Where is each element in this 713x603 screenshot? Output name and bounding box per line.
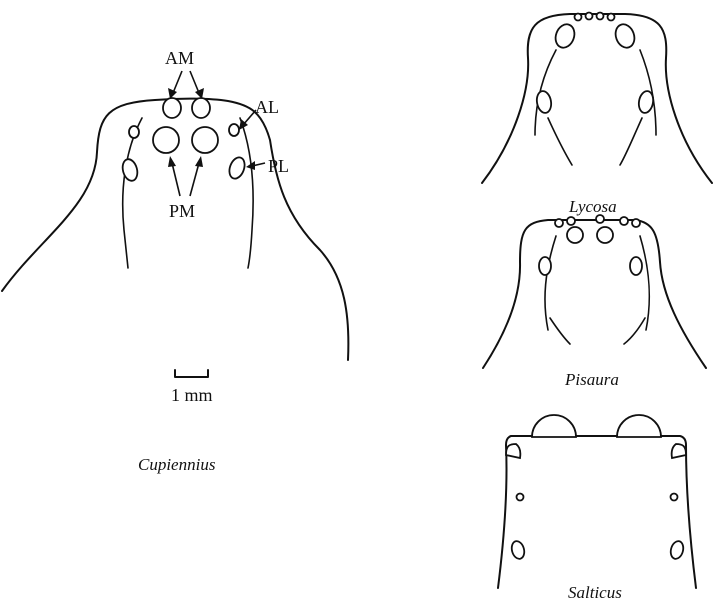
salticus-small-eye-left [517, 494, 524, 501]
caption-salticus: Salticus [568, 583, 622, 602]
salticus-posterior-eye-right [669, 540, 685, 560]
lycosa-lateral-eye-left [535, 90, 553, 114]
label-pl: PL [268, 156, 289, 176]
pisaura-front-eye-5 [632, 219, 640, 227]
lycosa-right-lower-groove [620, 118, 642, 165]
pisaura-left-lower-groove [550, 318, 570, 344]
lycosa-large-eye-right [612, 22, 637, 51]
pisaura-front-eye-2 [567, 217, 575, 225]
pm-arrow-right [190, 163, 199, 196]
cupiennius-am-eye-left [163, 98, 181, 118]
salticus-corner-eye-right [672, 444, 686, 458]
cupiennius-left-groove [123, 118, 142, 268]
lycosa-left-lower-groove [548, 118, 572, 165]
salticus-posterior-eye-left [510, 540, 526, 560]
pm-arrowhead-right [195, 156, 203, 167]
pisaura-left-groove [545, 236, 556, 330]
caption-cupiennius: Cupiennius [138, 455, 216, 474]
caption-pisaura: Pisaura [564, 370, 619, 389]
salticus-small-eye-right [671, 494, 678, 501]
pisaura-median-eye-right [597, 227, 613, 243]
label-am: AM [165, 48, 194, 68]
cupiennius-head: AM AL PL PM 1 mm Cupiennius [2, 48, 348, 474]
label-pm: PM [169, 201, 195, 221]
lycosa-large-eye-left [552, 22, 577, 51]
cupiennius-right-groove [240, 118, 253, 268]
cupiennius-am-eye-right [192, 98, 210, 118]
pisaura-right-groove [640, 236, 649, 330]
cupiennius-pm-eye-left [153, 127, 179, 153]
lycosa-carapace-outline [482, 14, 712, 183]
lycosa-front-eye-2 [586, 13, 593, 20]
lycosa-front-eye-4 [608, 14, 615, 21]
pisaura-lateral-eye-left [539, 257, 551, 275]
lycosa-front-eye-3 [597, 13, 604, 20]
pisaura-carapace-outline [483, 220, 706, 368]
scale-bar-label: 1 mm [171, 385, 213, 405]
scale-bar [175, 370, 208, 377]
cupiennius-al-eye-right [229, 124, 239, 136]
am-arrow-left [173, 71, 182, 93]
salticus-large-eye-left [532, 415, 576, 437]
lycosa-lateral-eye-right [637, 90, 655, 114]
salticus-corner-eye-left [506, 444, 520, 458]
cupiennius-pl-eye-right [227, 155, 248, 180]
am-arrow-right [190, 71, 199, 93]
lycosa-head: Lycosa [482, 13, 712, 217]
salticus-large-eye-right [617, 415, 661, 437]
salticus-head: Salticus [498, 415, 696, 602]
pm-arrow-left [172, 163, 180, 196]
cupiennius-pm-eye-right [192, 127, 218, 153]
lycosa-front-eye-1 [575, 14, 582, 21]
label-al: AL [255, 97, 279, 117]
pisaura-front-eye-1 [555, 219, 563, 227]
pisaura-lateral-eye-right [630, 257, 642, 275]
pm-arrowhead-left [168, 156, 176, 167]
pisaura-right-lower-groove [624, 318, 645, 344]
pisaura-median-eye-left [567, 227, 583, 243]
salticus-carapace-outline [498, 436, 696, 588]
pisaura-head: Pisaura [483, 215, 706, 389]
caption-lycosa: Lycosa [568, 197, 617, 216]
cupiennius-al-eye-left [129, 126, 139, 138]
pisaura-front-eye-4 [620, 217, 628, 225]
pisaura-front-eye-3 [596, 215, 604, 223]
